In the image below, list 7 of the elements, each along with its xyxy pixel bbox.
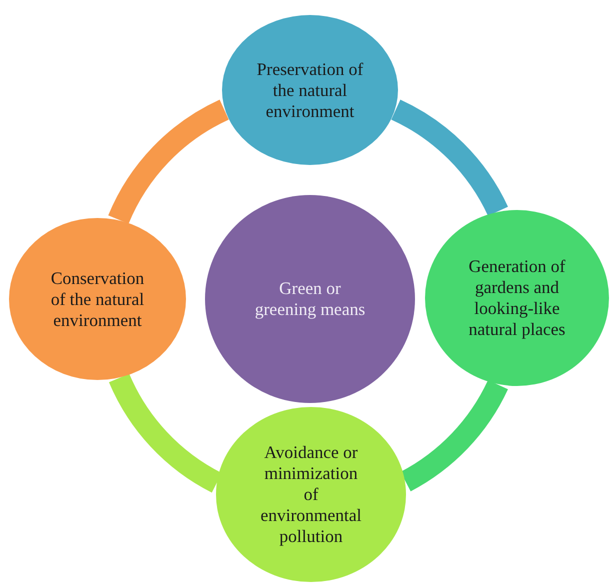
circle-label: Preservation of the natural environment: [256, 58, 364, 122]
circle-label: Green or greening means: [254, 278, 366, 320]
circle-label: Generation of gardens and looking-like natural places: [468, 256, 566, 340]
circle-label: Avoidance or minimization of environmental pollution: [259, 442, 363, 547]
circle-label: Conservation of the natural environment: [50, 268, 146, 330]
arc-connector: [390, 100, 508, 216]
arc-connector: [108, 100, 230, 224]
